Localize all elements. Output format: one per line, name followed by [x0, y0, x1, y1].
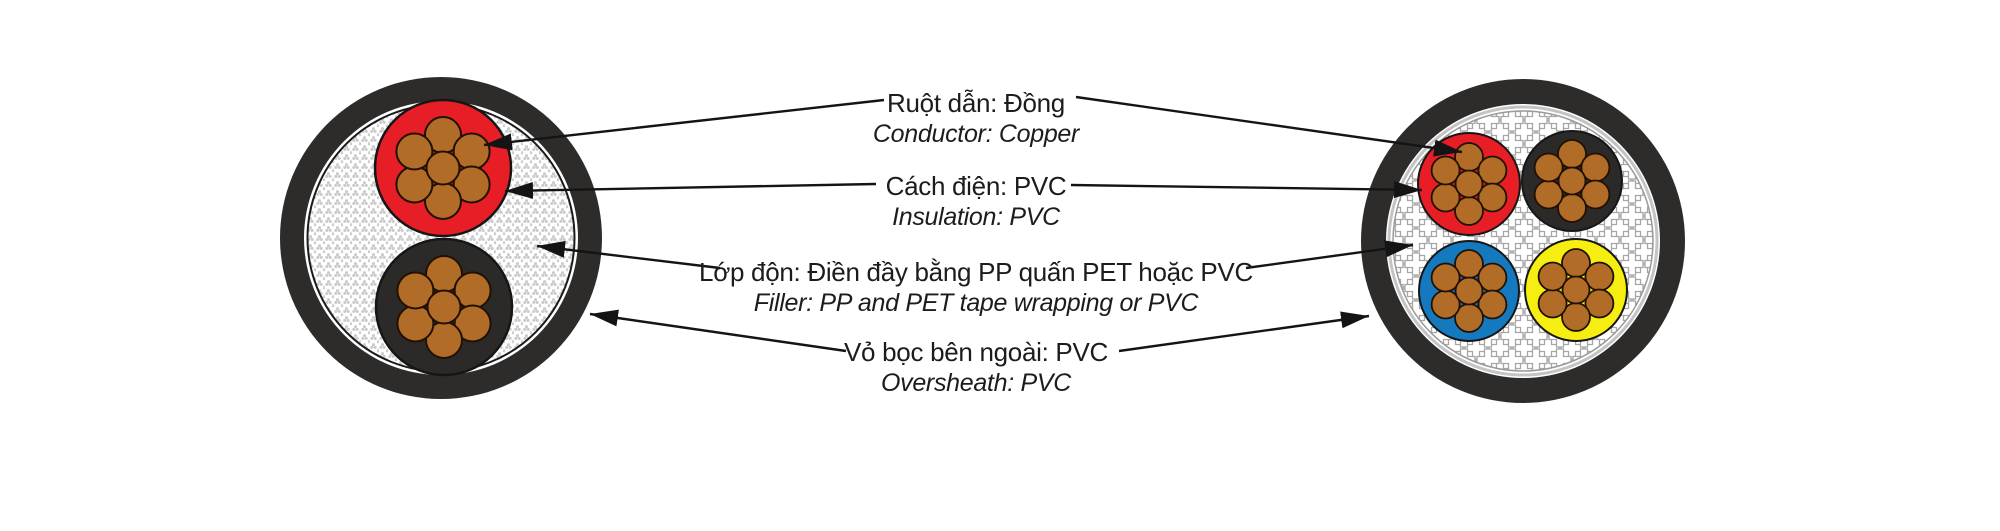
right-core-yellow — [1524, 238, 1628, 342]
leader-insulation-left-arrow — [504, 181, 877, 199]
left-core-red — [373, 98, 513, 238]
leader-insulation-right-arrow — [1070, 181, 1423, 199]
right-core-blue — [1418, 240, 1520, 342]
right-cable — [1361, 79, 1685, 403]
leader-oversheath-right-arrow — [1118, 311, 1370, 353]
left-core-black — [374, 237, 514, 377]
label-filler-en: Filler: PP and PET tape wrapping or PVC — [753, 289, 1199, 317]
leader-filler-left-arrow — [536, 240, 721, 270]
leader-conductor-right-arrow — [1075, 95, 1463, 157]
label-conductor-en: Conductor: Copper — [872, 120, 1080, 148]
label-filler-vi: Lớp độn: Điền đầy bằng PP quấn PET hoặc … — [699, 257, 1253, 287]
label-insulation-vi: Cách điện: PVC — [885, 171, 1067, 201]
label-insulation-en: Insulation: PVC — [892, 203, 1060, 231]
leader-lines — [483, 95, 1463, 353]
leader-oversheath-left-arrow — [589, 309, 847, 353]
right-core-black — [1521, 130, 1623, 232]
leader-conductor-left-arrow — [483, 98, 885, 151]
label-oversheath-vi: Vỏ bọc bên ngoài: PVC — [844, 337, 1108, 367]
label-oversheath-en: Oversheath: PVC — [880, 369, 1072, 397]
label-conductor-vi: Ruột dẫn: Đồng — [887, 88, 1065, 118]
left-cable — [280, 77, 602, 399]
leader-filler-right-arrow — [1245, 240, 1414, 270]
